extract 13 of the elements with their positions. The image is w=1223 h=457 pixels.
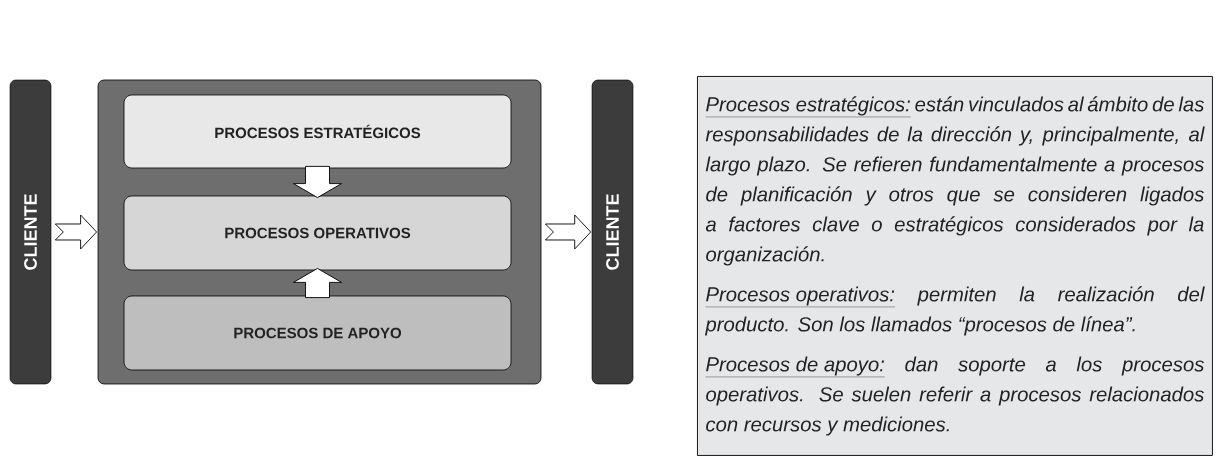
process-box: PROCESOS OPERATIVOS	[123, 195, 512, 271]
process-box: PROCESOS ESTRATÉGICOS	[123, 94, 512, 169]
paragraph: Procesos operativos: permiten la realización del producto. Son los llamados “procesos de línea”.	[704, 286, 1205, 336]
paragraph: Procesos de apoyo: dan soporte a los procesos operativos. Se suelen referir a procesos relacionados con recursos y mediciones.	[705, 356, 1204, 436]
client-bar: CLIENTE	[9, 79, 52, 385]
process-box: PROCESOS DE APOYO	[123, 295, 512, 371]
client-bar: CLIENTE	[591, 79, 634, 385]
block-arrow	[293, 267, 342, 299]
paragraph: Procesos estratégicos: están vinculados al ámbito de las responsabilidades de la dirección y, principalmente, al largo plazo. Se refieren fundamentalmente a procesos de planificación y otros que se consideren ligados a factores clave o estratégicos considerados por la organización.	[705, 96, 1205, 266]
block-arrow	[544, 214, 592, 250]
text-box	[697, 76, 1213, 456]
block-arrow	[293, 165, 342, 199]
block-arrow	[54, 214, 98, 250]
